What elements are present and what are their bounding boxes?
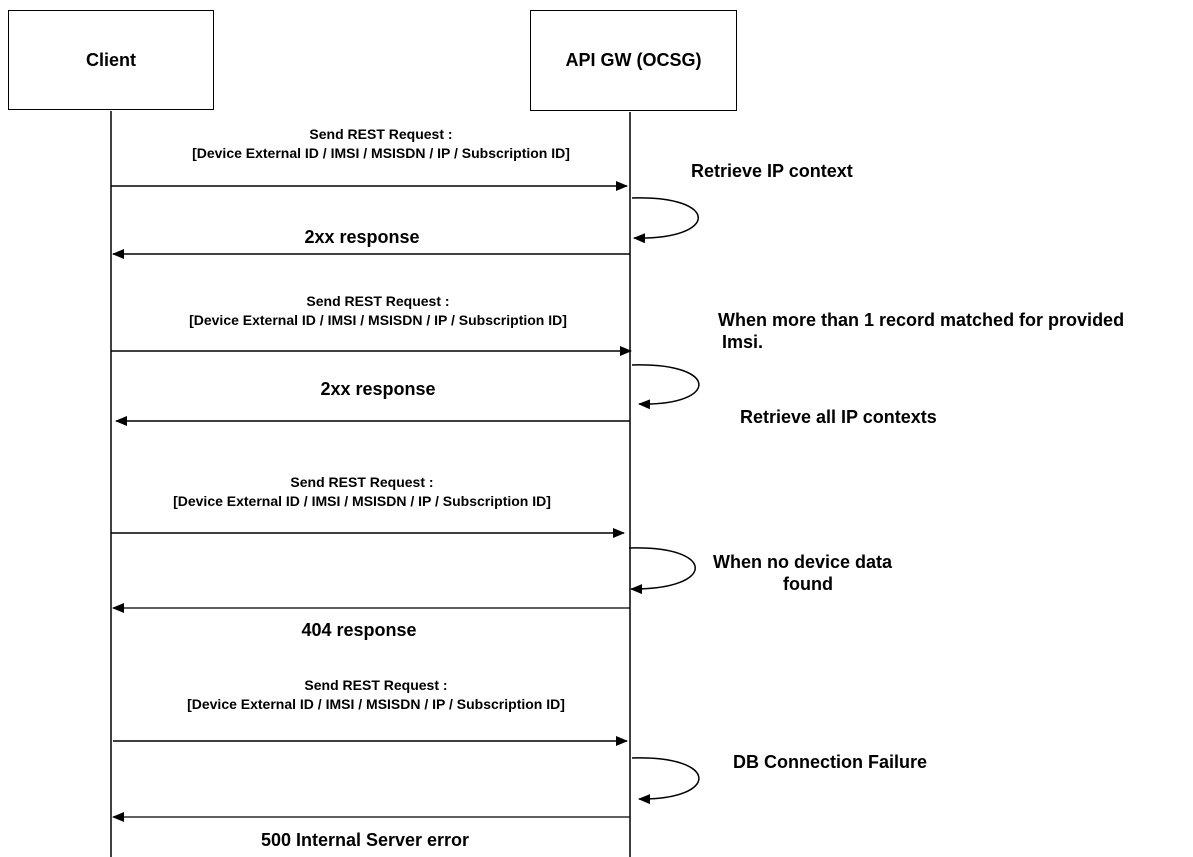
response-label-4: 500 Internal Server error	[260, 830, 470, 850]
note-line1: When no device data	[713, 552, 893, 572]
request-label-1: Send REST Request : [Device External ID …	[146, 125, 616, 163]
request-label-3: Send REST Request : [Device External ID …	[127, 473, 597, 511]
self-loop-arrow-2	[631, 364, 700, 410]
response-label-2: 2xx response	[320, 379, 436, 399]
request-label-line2: [Device External ID / IMSI / MSISDN / IP…	[192, 145, 570, 161]
note-line1: DB Connection Failure	[733, 752, 928, 772]
note-1: Retrieve IP context	[691, 160, 853, 182]
note-line1: Retrieve IP context	[691, 161, 853, 181]
response-label-1: 2xx response	[304, 227, 420, 247]
request-label-line1: Send REST Request :	[290, 474, 434, 490]
self-loop-arrow-3	[628, 547, 696, 595]
note-2-extra: Retrieve all IP contexts	[740, 407, 937, 427]
self-loop-arrow-1	[631, 197, 699, 244]
client-label: Client	[85, 49, 136, 70]
note-3: When no device data found	[713, 551, 923, 595]
request-label-line1: Send REST Request :	[309, 126, 453, 142]
client-participant: Client	[8, 10, 214, 110]
response-label-3: 404 response	[301, 620, 417, 640]
request-label-line2: [Device External ID / IMSI / MSISDN / IP…	[173, 493, 551, 509]
request-label-line2: [Device External ID / IMSI / MSISDN / IP…	[189, 312, 567, 328]
note-line2: found	[783, 574, 833, 594]
request-label-2: Send REST Request : [Device External ID …	[143, 292, 613, 330]
note-line2: Imsi.	[722, 332, 764, 352]
request-label-line1: Send REST Request :	[304, 677, 448, 693]
note-4: DB Connection Failure	[733, 751, 927, 773]
request-label-4: Send REST Request : [Device External ID …	[141, 676, 611, 714]
self-loop-arrow-4	[631, 757, 700, 805]
note-line1: When more than 1 record matched for prov…	[718, 310, 1125, 330]
gateway-participant: API GW (OCSG)	[530, 10, 737, 111]
request-label-line1: Send REST Request :	[306, 293, 450, 309]
gateway-label: API GW (OCSG)	[565, 50, 702, 70]
note-2: When more than 1 record matched for prov…	[718, 309, 1124, 353]
request-label-line2: [Device External ID / IMSI / MSISDN / IP…	[187, 696, 565, 712]
